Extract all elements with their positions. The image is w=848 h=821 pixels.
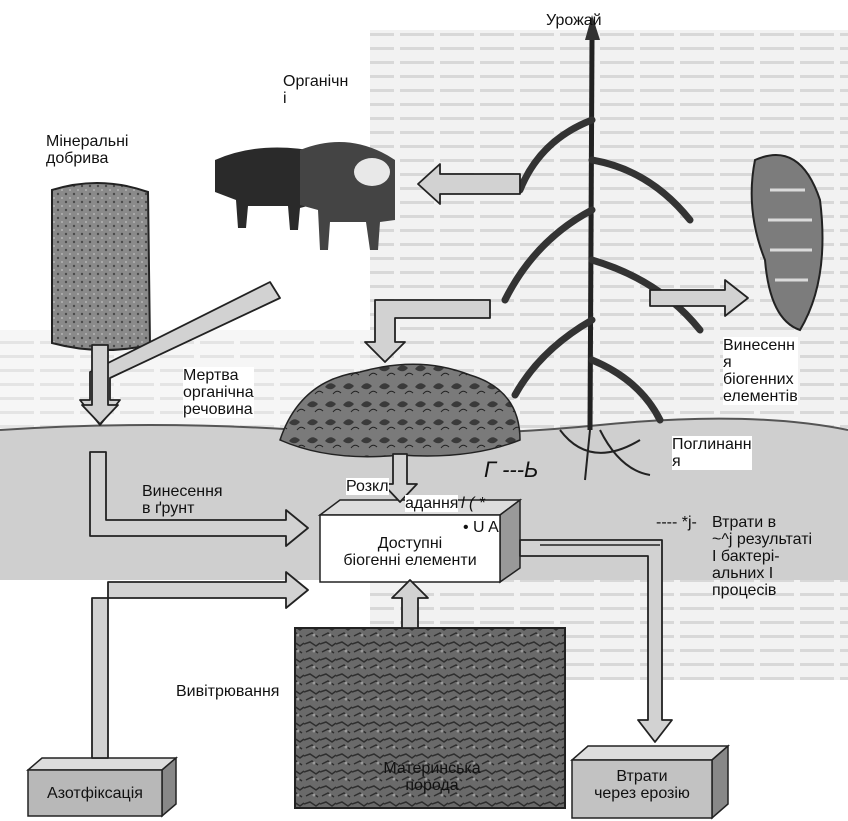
- label-mineral-fertilizers: Мінеральні добрива: [46, 133, 128, 167]
- label-decomposition-b: адання: [405, 495, 458, 512]
- cattle-icon: [215, 142, 395, 250]
- label-weathering: Вивітрювання: [176, 683, 279, 700]
- label-available-nutrients: Доступні біогенні елементи: [320, 535, 500, 569]
- garbled-text-1: Г ---Ь: [484, 461, 538, 478]
- label-harvest: Урожай: [546, 12, 602, 29]
- label-leaching: Винесення в ґрунт: [142, 483, 223, 517]
- label-nutrient-export: Винесенн я біогенних елементів: [723, 337, 798, 405]
- label-bacterial-loss: Втрати в ~^j результаті І бактері- альни…: [712, 514, 812, 599]
- label-organic: Органічн і: [283, 73, 348, 107]
- label-decomposition-a: Розкл: [346, 478, 389, 495]
- label-bacterial-loss-prefix: ---- *j-: [656, 514, 697, 531]
- arrow-nitrogen-fixation: [92, 572, 308, 758]
- garbled-text-2: l ( *: [461, 495, 485, 512]
- label-erosion-loss: Втрати через ерозію: [572, 768, 712, 802]
- garbled-text-3: • U A: [463, 519, 499, 536]
- fertilizer-bag-icon: [52, 183, 150, 350]
- label-parent-rock: Материнська порода: [342, 760, 522, 794]
- label-uptake: Поглинанн я: [672, 436, 752, 470]
- label-nitrogen-fixation: Азотфіксація: [28, 785, 162, 802]
- label-dead-organic-matter: Мертва органічна речовина: [183, 367, 254, 418]
